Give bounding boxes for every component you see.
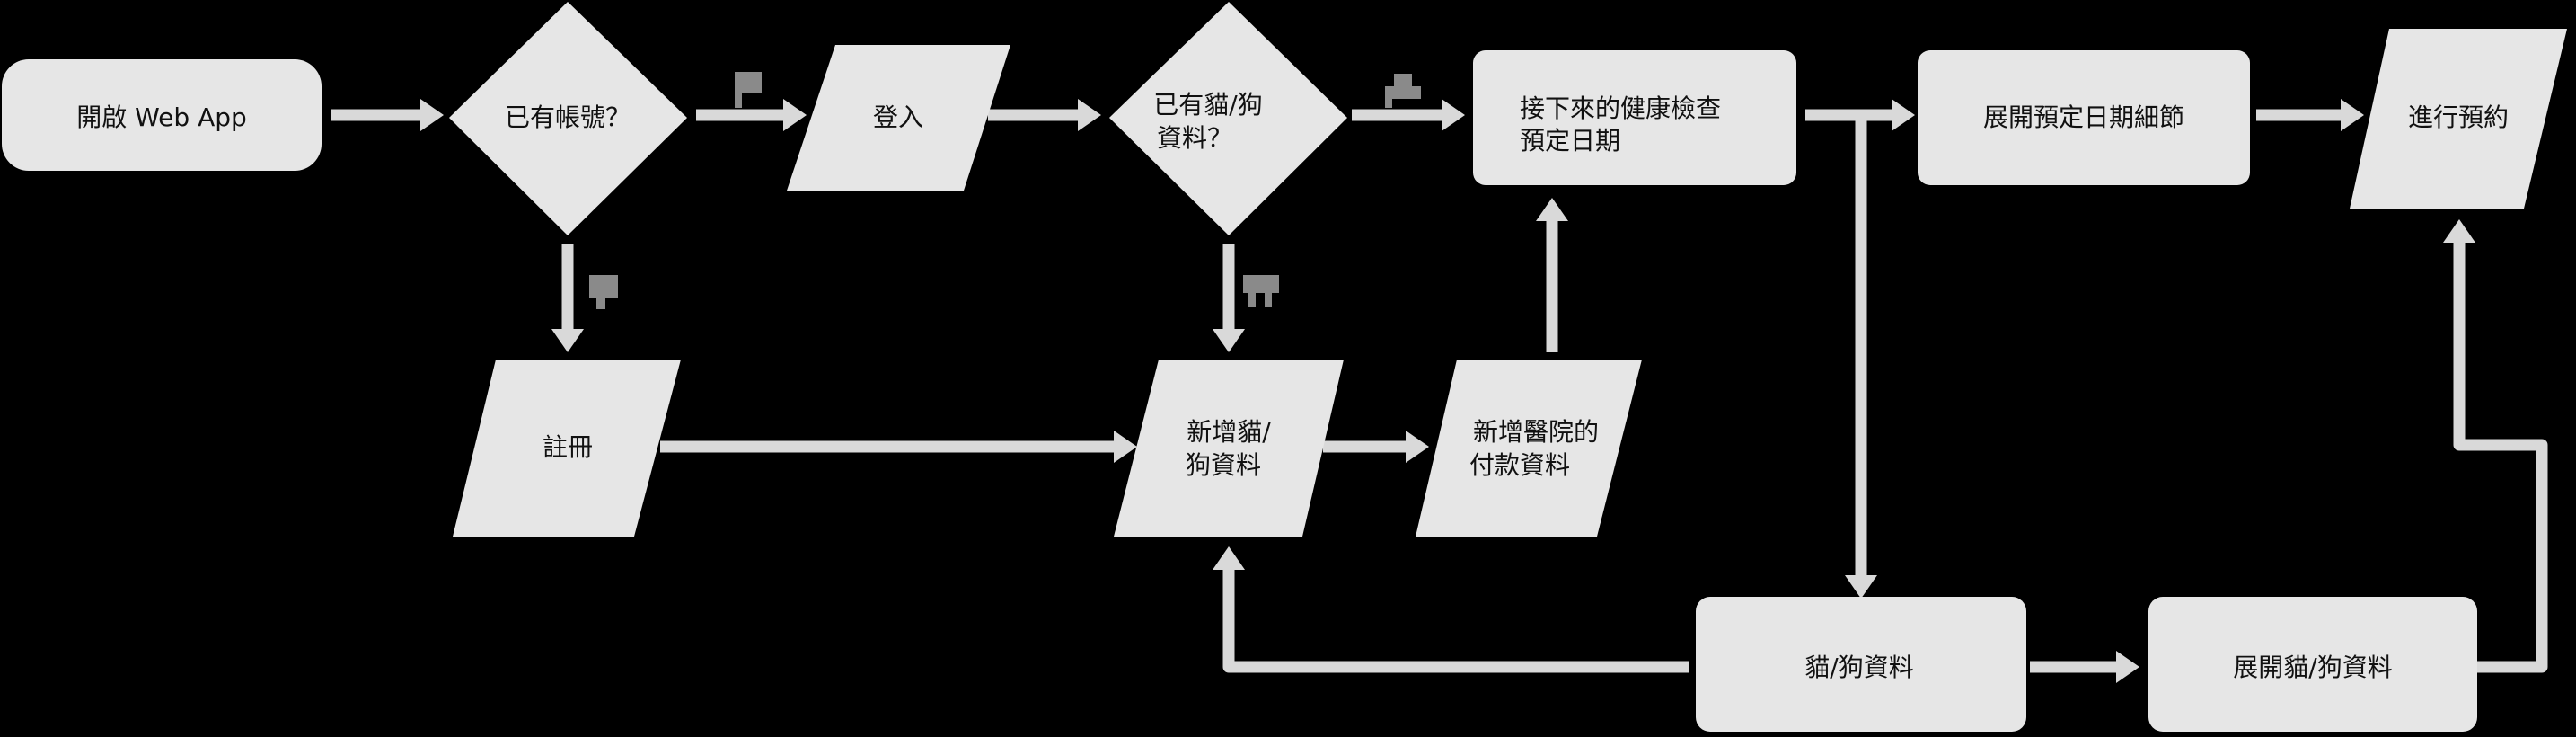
- arrow-head: [2116, 651, 2139, 683]
- no-tag-icon: [589, 275, 618, 309]
- node-add-pet-label-1: 新增貓/: [1187, 417, 1271, 447]
- edges: [331, 109, 2548, 673]
- arrow-head: [1536, 198, 1568, 221]
- node-register-label: 註冊: [543, 432, 593, 462]
- arrow-head: [1845, 575, 1877, 599]
- arrow-head: [1406, 431, 1429, 463]
- node-pet-info-label: 貓/狗資料: [1804, 653, 1913, 682]
- node-make-booking-label: 進行預約: [2408, 102, 2509, 132]
- arrow-head: [1213, 546, 1245, 570]
- arrow-head: [1078, 99, 1101, 131]
- node-next-checkup-label-2: 預定日期: [1520, 126, 1620, 155]
- arrow-head: [1114, 431, 1137, 463]
- node-has-account: 已有帳號？: [449, 2, 687, 235]
- yes-tag-icon: [1385, 74, 1421, 108]
- yes-tag-icon: [735, 72, 762, 108]
- node-add-payment-label-2: 付款資料: [1469, 450, 1570, 480]
- node-login: 登入: [787, 45, 1010, 191]
- edge-pet-info-to-add-pet: [1222, 557, 1689, 673]
- node-expand-pet-info: 展開貓/狗資料: [2148, 597, 2477, 732]
- node-expand-date-label: 展開預定日期細節: [1983, 102, 2184, 132]
- node-login-label: 登入: [873, 102, 923, 132]
- node-open-app: 開啟 Web App: [2, 59, 322, 171]
- node-add-payment: 新增醫院的 付款資料: [1416, 360, 1642, 537]
- node-register: 註冊: [453, 360, 681, 537]
- no-tag-icon: [1243, 275, 1279, 307]
- node-open-app-label: 開啟 Web App: [76, 102, 247, 132]
- node-make-booking: 進行預約: [2350, 29, 2567, 209]
- node-has-pet-label-1: 已有貓/狗: [1153, 90, 1262, 120]
- node-add-payment-label-1: 新增醫院的: [1473, 417, 1599, 447]
- arrow-heads: [420, 99, 2475, 683]
- arrow-head: [1892, 99, 1915, 131]
- node-add-pet: 新增貓/ 狗資料: [1114, 360, 1344, 537]
- arrow-head: [551, 329, 584, 352]
- node-next-checkup-label-1: 接下來的健康檢查: [1520, 93, 1721, 123]
- node-pet-info: 貓/狗資料: [1696, 597, 2026, 732]
- node-has-pet: 已有貓/狗 資料？: [1109, 2, 1347, 235]
- arrow-head: [1442, 99, 1465, 131]
- node-has-account-label: 已有帳號？: [505, 102, 631, 132]
- arrow-head: [2443, 219, 2475, 243]
- arrow-head: [1213, 329, 1245, 352]
- node-expand-pet-info-label: 展開貓/狗資料: [2233, 653, 2392, 682]
- edge-tags: [589, 72, 1421, 309]
- node-has-pet-label-2: 資料？: [1157, 123, 1232, 153]
- arrow-head: [783, 99, 807, 131]
- node-add-pet-label-2: 狗資料: [1186, 450, 1261, 480]
- arrow-head: [2341, 99, 2364, 131]
- node-next-checkup: 接下來的健康檢查 預定日期: [1473, 50, 1796, 185]
- node-expand-date: 展開預定日期細節: [1918, 50, 2250, 185]
- edge-expand-pet-to-booking: [2453, 235, 2548, 673]
- arrow-head: [420, 99, 444, 131]
